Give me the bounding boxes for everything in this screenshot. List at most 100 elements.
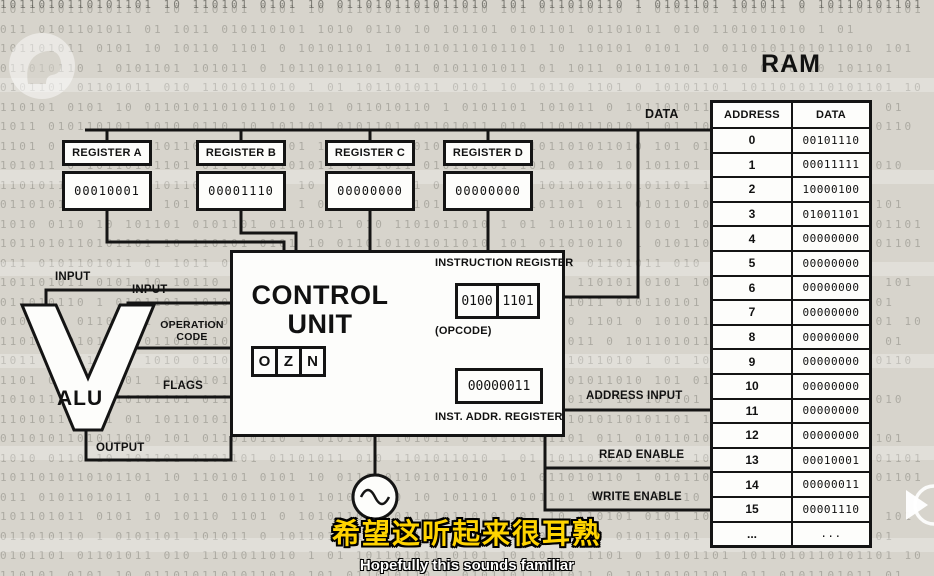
ram-row: 11 00000000 bbox=[713, 397, 869, 423]
instruction-register-opcode: 0100 bbox=[455, 283, 499, 319]
read-enable-label: READ ENABLE bbox=[599, 449, 685, 461]
register-a: REGISTER A 00010001 bbox=[62, 140, 152, 211]
register-b: REGISTER B 00001110 bbox=[196, 140, 286, 211]
ram-row: 5 00000000 bbox=[713, 249, 869, 275]
alu-shape bbox=[19, 303, 157, 432]
ram-row: 15 00001110 bbox=[713, 495, 869, 521]
register-c-label: REGISTER C bbox=[325, 140, 415, 166]
ram-row: 8 00000000 bbox=[713, 323, 869, 349]
ram-data-cell: 00000000 bbox=[802, 404, 860, 418]
ram-data-cell: 00000000 bbox=[802, 330, 860, 344]
ram-address-cell: 0 bbox=[713, 129, 793, 152]
ram-data-cell: 00000000 bbox=[802, 256, 860, 270]
instruction-register-operand: 1101 bbox=[496, 283, 540, 319]
ram-address-cell: 4 bbox=[713, 227, 793, 250]
ram-address-cell: 14 bbox=[713, 473, 793, 496]
instruction-address-register-value: 00000011 bbox=[455, 368, 543, 404]
binary-background-texture-top: 1011010110101101 10 110101 0101 10 01101… bbox=[0, 0, 934, 11]
instruction-register-title: INSTRUCTION REGISTER bbox=[435, 257, 574, 269]
ram-data-cell: 10000100 bbox=[802, 182, 860, 196]
address-input-label: ADDRESS INPUT bbox=[586, 390, 683, 402]
ram-data-cell: 00011111 bbox=[802, 158, 860, 172]
wire-alu-input-1 bbox=[44, 288, 230, 307]
register-c: REGISTER C 00000000 bbox=[325, 140, 415, 211]
ram-data-cell: 00000000 bbox=[802, 355, 860, 369]
play-icon bbox=[906, 490, 928, 520]
pbs-face-icon bbox=[27, 50, 62, 84]
ram-row: 10 00000000 bbox=[713, 372, 869, 398]
ram-address-cell: 7 bbox=[713, 301, 793, 324]
next-video-button[interactable] bbox=[898, 482, 934, 528]
ram-data-cell: 00000000 bbox=[802, 232, 860, 246]
ram-address-cell: 11 bbox=[713, 399, 793, 423]
wire-bus-to-instruction-register bbox=[540, 130, 640, 299]
register-b-value: 00001110 bbox=[196, 171, 286, 211]
ram-address-cell: 2 bbox=[713, 178, 793, 201]
ram-address-cell: 8 bbox=[713, 325, 793, 349]
operation-code-label: OPERATION CODE bbox=[160, 319, 224, 343]
ram-row: 2 10000100 bbox=[713, 176, 869, 201]
wire-register-a-drop bbox=[105, 210, 286, 252]
control-unit: CONTROL UNIT O Z N INSTRUCTION REGISTER … bbox=[230, 250, 573, 437]
ram-address-cell: ... bbox=[713, 522, 793, 546]
ram-address-cell: 13 bbox=[713, 448, 793, 472]
ram-data-cell: 01001101 bbox=[802, 207, 860, 221]
wire-register-b-drop bbox=[239, 210, 298, 252]
pbs-logo-watermark bbox=[9, 33, 75, 99]
subtitle-english: Hopefully this sounds familiar bbox=[359, 557, 575, 574]
ram-address-cell: 15 bbox=[713, 497, 793, 521]
ram-header-data: DATA bbox=[815, 109, 847, 121]
instruction-register-value: 0100 1101 bbox=[455, 283, 540, 319]
ram-row: 9 00000000 bbox=[713, 348, 869, 373]
ram-row: 13 00010001 bbox=[713, 446, 869, 472]
clock-icon bbox=[351, 473, 399, 521]
ram-data-cell: 00000000 bbox=[802, 281, 860, 295]
alu-label: ALU bbox=[57, 387, 104, 410]
register-a-label: REGISTER A bbox=[62, 140, 152, 166]
register-d: REGISTER D 00000000 bbox=[443, 140, 533, 211]
opcode-caption: (OPCODE) bbox=[435, 325, 492, 337]
wire-write-enable bbox=[543, 437, 710, 512]
control-unit-title-line2: UNIT bbox=[287, 309, 353, 339]
ram-data-cell: 00101110 bbox=[802, 133, 860, 147]
ram-row: 4 00000000 bbox=[713, 225, 869, 250]
clock-sine-icon bbox=[359, 488, 391, 506]
ram-address-cell: 10 bbox=[713, 374, 793, 398]
alu-input-1-label: INPUT bbox=[55, 271, 91, 283]
ram-data-cell: 00000000 bbox=[802, 379, 860, 393]
ram-header-row: ADDRESS DATA bbox=[713, 103, 869, 127]
ram-data-cell: 00001110 bbox=[802, 502, 860, 516]
register-c-value: 00000000 bbox=[325, 171, 415, 211]
flag-negative: N bbox=[299, 346, 326, 377]
register-a-value: 00010001 bbox=[62, 171, 152, 211]
flags-register: O Z N bbox=[251, 346, 326, 377]
instruction-address-register-title: INST. ADDR. REGISTER bbox=[435, 411, 563, 423]
register-b-label: REGISTER B bbox=[196, 140, 286, 166]
flag-overflow: O bbox=[251, 346, 278, 377]
wire-alu-output bbox=[84, 429, 233, 462]
control-unit-title-line1: CONTROL bbox=[251, 280, 389, 310]
ram-data-cell: 00000000 bbox=[802, 428, 860, 442]
control-unit-title: CONTROL UNIT bbox=[241, 281, 399, 339]
data-bus-label: DATA bbox=[645, 107, 679, 121]
ram-row: 0 00101110 bbox=[713, 127, 869, 152]
flag-zero: Z bbox=[275, 346, 302, 377]
subtitle-chinese: 希望这听起来很耳熟 bbox=[331, 518, 602, 549]
ram-address-cell: 5 bbox=[713, 251, 793, 275]
ram-address-cell: 3 bbox=[713, 202, 793, 226]
ram-row: 14 00000011 bbox=[713, 471, 869, 496]
ram-data-cell: 00010001 bbox=[802, 453, 860, 467]
ram-row: ...... bbox=[713, 520, 869, 546]
alu-output-label: OUTPUT bbox=[96, 442, 145, 454]
register-d-value: 00000000 bbox=[443, 171, 533, 211]
ram-address-cell: 9 bbox=[713, 350, 793, 373]
flags-label: FLAGS bbox=[163, 380, 203, 392]
ram-data-cell: 00000011 bbox=[802, 478, 860, 492]
ram-header-address: ADDRESS bbox=[713, 103, 793, 127]
ram-data-cell: 00000000 bbox=[802, 305, 860, 319]
